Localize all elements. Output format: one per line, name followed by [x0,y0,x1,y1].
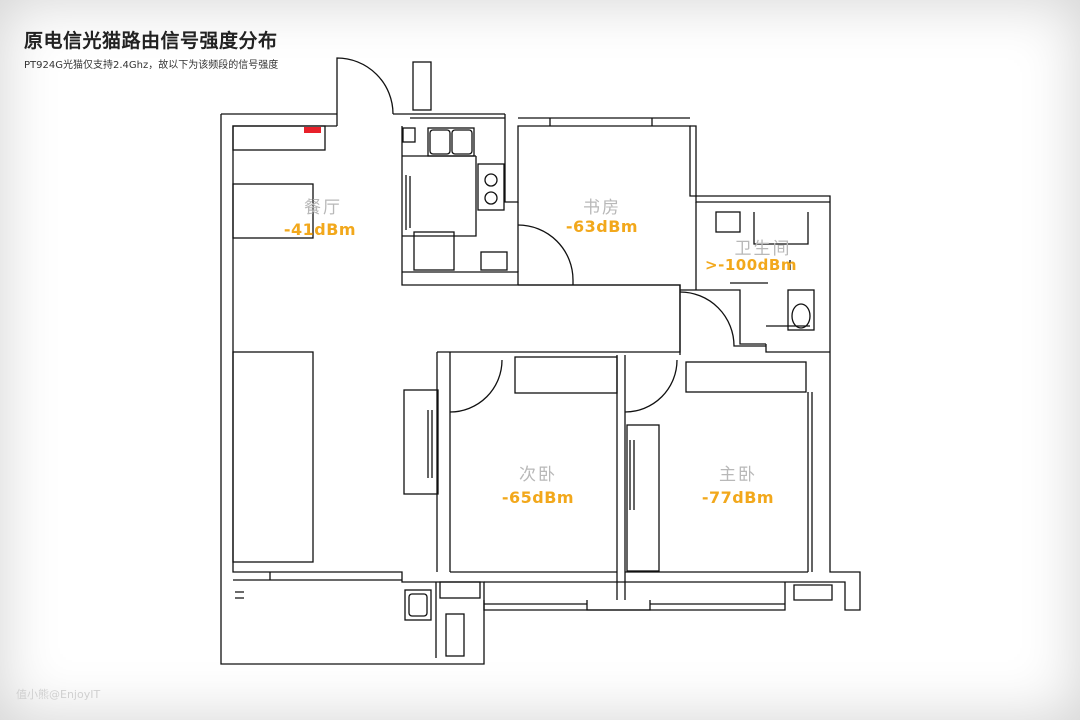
second-bedroom-door [449,359,503,413]
balcony-rail [233,572,402,599]
room-label-second-bedroom: 次卧 [519,465,557,485]
kitchen-lower [402,271,519,285]
outer-wall-left [220,113,485,665]
stove [477,163,505,211]
master-shelf [685,361,807,393]
tv-unit [403,389,439,495]
balcony-sink [404,589,432,621]
second-bedroom-wardrobe [514,356,618,394]
fridge [413,231,455,271]
watermark: 值小熊@EnjoyIT [16,688,101,701]
signal-master-bedroom: -77dBm [701,488,775,507]
entrance-door [336,57,394,126]
master-right-wall [807,392,813,572]
kitchen-sink [427,127,475,157]
study-wall [517,202,681,355]
entrance-column [412,61,432,111]
balcony-cabinet [439,581,481,599]
upper-window [410,117,690,126]
south-wall [450,571,820,611]
bath-fixture-1 [715,211,741,233]
bathroom-door [679,291,766,347]
bedroom-divider [616,355,626,600]
signal-bathroom: >-100dBm [705,256,797,274]
sofa-wall [232,351,314,563]
bathroom-wall [680,202,830,353]
living-wall [436,352,451,572]
dining-cabinet [232,125,326,151]
room-label-master-bedroom: 主卧 [719,465,757,485]
south-window [484,600,785,611]
page-subtitle: PT924G光猫仅支持2.4Ghz，故以下为该频段的信号强度 [24,60,279,71]
room-label-bathroom: 卫生间 [734,239,792,259]
dining-sideboard [232,183,314,239]
toilet [787,289,815,331]
master-bedroom-door [624,359,678,413]
router-marker [304,127,321,133]
study-door [517,224,574,285]
page-title: 原电信光猫路由信号强度分布 [24,30,278,52]
room-label-study: 书房 [583,198,621,218]
master-wardrobe [626,424,660,572]
kitchen-wall [401,126,681,353]
signal-study: -63dBm [565,217,639,236]
top-right-wall [690,125,830,203]
signal-second-bedroom: -65dBm [501,488,575,507]
room-label-dining: 餐厅 [304,198,342,218]
signal-dining: -41dBm [283,220,357,239]
